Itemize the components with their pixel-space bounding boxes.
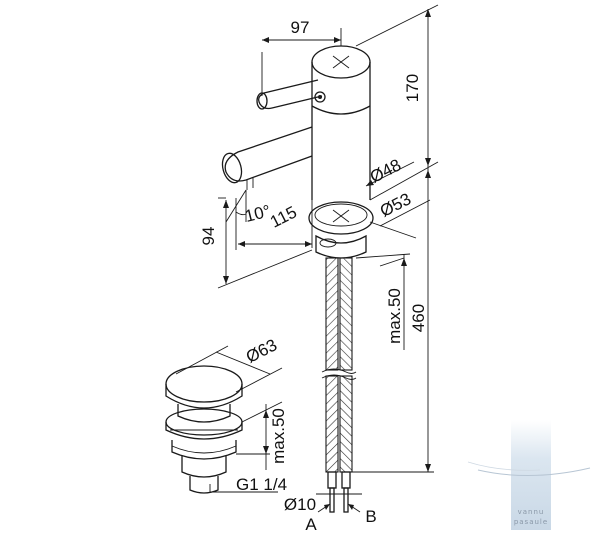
- dim-460-label: 460: [409, 304, 428, 332]
- dim-63: [175, 345, 283, 393]
- watermark-line2: pasaule: [514, 518, 548, 526]
- lever-handle: [256, 79, 326, 110]
- faucet-base: [308, 201, 374, 259]
- popup-waste: [165, 365, 243, 494]
- dim-10-angle: [225, 189, 247, 223]
- supply-hoses: [321, 257, 357, 513]
- dim-48: [365, 161, 415, 187]
- dim-53-label: Ø53: [377, 189, 414, 221]
- dim-thread-label: G1 1/4: [236, 475, 287, 494]
- dim-63-label: Ø63: [243, 335, 280, 367]
- dim-460: [350, 166, 434, 473]
- watermark-logo: vannu pasaule: [467, 420, 591, 530]
- dim-hose-ends: [316, 493, 362, 513]
- dim-48-label: Ø48: [367, 155, 404, 187]
- dim-max50-waste-label: max.50: [269, 408, 288, 464]
- dim-94-label: 94: [199, 227, 218, 246]
- dim-max50-waste: [236, 401, 283, 470]
- faucet-body: [311, 45, 371, 200]
- dim-max50-faucet-label: max.50: [385, 288, 404, 344]
- dim-10-label: 10°: [243, 201, 273, 226]
- dim-53: [369, 199, 431, 239]
- watermark-line1: vannu: [518, 508, 545, 516]
- hose-a-label: A: [305, 515, 317, 534]
- dim-115-label: 115: [267, 202, 300, 231]
- hose-b-label: B: [365, 507, 376, 526]
- dim-max50-faucet: [355, 253, 411, 350]
- dim-hose-diameter-label: Ø10: [284, 495, 316, 514]
- dim-94: [217, 197, 313, 289]
- dim-97: [261, 28, 342, 96]
- dim-thread: [209, 484, 278, 493]
- dim-170: [355, 4, 439, 201]
- dim-170-label: 170: [403, 74, 422, 102]
- spout: [221, 126, 313, 190]
- dim-97-label: 97: [291, 18, 310, 37]
